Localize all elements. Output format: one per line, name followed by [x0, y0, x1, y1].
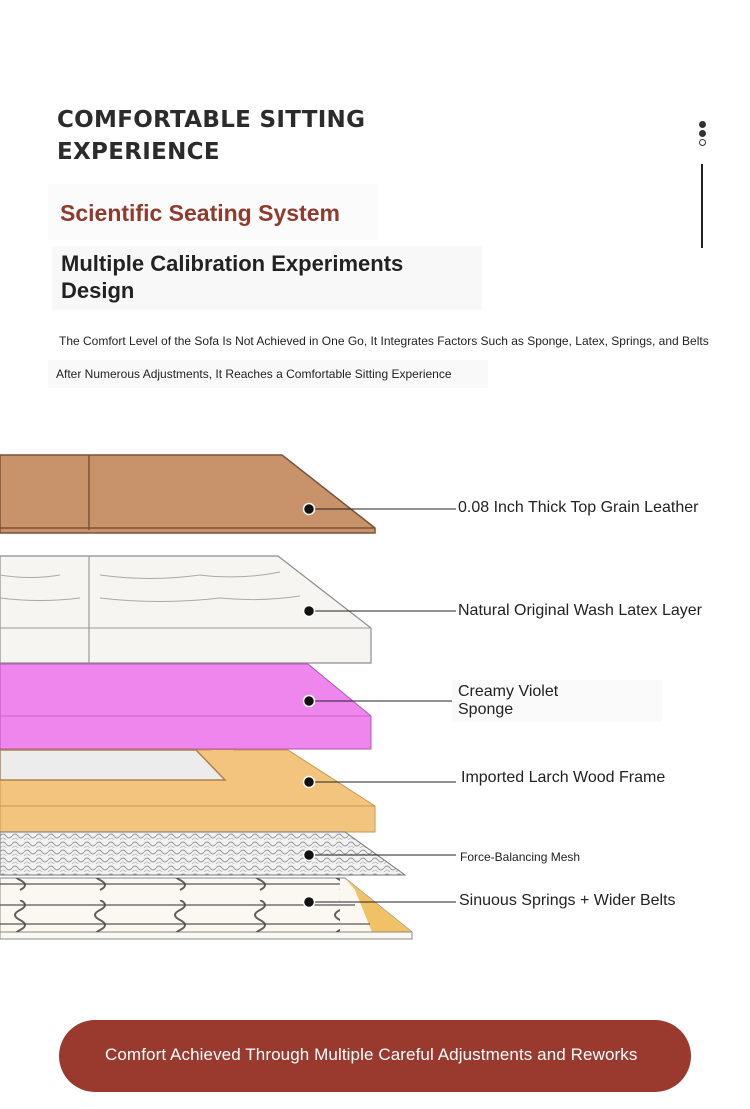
layer-label-leather: 0.08 Inch Thick Top Grain Leather [458, 499, 699, 516]
layer-label-springs: Sinuous Springs + Wider Belts [459, 892, 676, 909]
callout-lines [302, 502, 456, 909]
mesh-layer [0, 831, 407, 876]
bottom-banner [59, 1020, 691, 1092]
layer-label-wood-frame: Imported Larch Wood Frame [461, 769, 666, 786]
latex-layer [0, 555, 372, 664]
page-indicator-dots-icon [696, 121, 708, 148]
section-headline: Multiple Calibration Experiments Design [61, 251, 404, 303]
sponge-label-backdrop [452, 680, 662, 722]
description-line-2: After Numerous Adjustments, It Reaches a… [56, 367, 452, 381]
layer-label-sponge: Creamy Violet Sponge [458, 683, 559, 718]
leather-layer [0, 454, 376, 534]
subtitle-backdrop [48, 184, 378, 240]
page-title: COMFORTABLE SITTING EXPERIENCE [57, 107, 366, 165]
springs-layer [0, 877, 413, 940]
description-backdrop [48, 360, 488, 388]
layer-label-mesh: Force-Balancing Mesh [460, 850, 581, 864]
wood-frame-layer [0, 749, 376, 833]
vertical-divider [701, 164, 703, 248]
sofa-layers-illustration [0, 454, 456, 940]
description-line-1: The Comfort Level of the Sofa Is Not Ach… [59, 334, 709, 348]
banner-text: Comfort Achieved Through Multiple Carefu… [105, 1045, 638, 1064]
headline-backdrop [52, 246, 482, 310]
section-subtitle: Scientific Seating System [60, 200, 340, 226]
layer-label-latex: Natural Original Wash Latex Layer [458, 602, 702, 619]
sponge-layer [0, 663, 372, 750]
